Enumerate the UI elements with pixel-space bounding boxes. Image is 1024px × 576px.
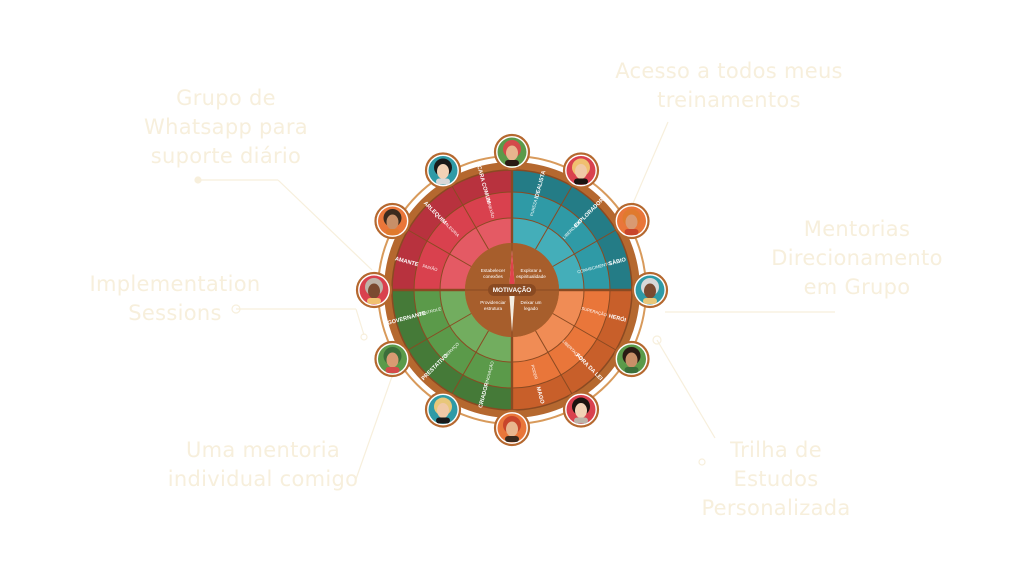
callout-line: Estudos [733,467,819,491]
callout-treinamentos: Acesso a todos meus treinamentos [606,57,852,115]
wheel-ring-line [413,191,611,389]
callout-line: Mentorias [803,217,911,241]
archetype-label: MAGO [535,386,545,405]
quadrant-outer-band [512,170,632,290]
trait-label: CONTROLE [418,306,442,317]
callout-line: Sessions [128,301,222,325]
callout-trilha: Trilha de Estudos Personalizada [690,436,862,523]
callout-line: individual comigo [167,467,359,491]
compass-needle-tip [509,250,515,290]
woman-green-scarf-icon [374,340,411,378]
archetype-label: SÁBIO [608,256,628,268]
wheel-ring-line [439,217,585,363]
quadrant-inner-band [512,290,584,362]
motivation-text: Estabelecer [481,268,506,273]
callout-line: Acesso a todos meus [615,59,843,83]
center-label-pill [488,284,536,296]
woman-orange-hair-icon [613,202,650,240]
callout-line: Implementation [89,272,261,296]
wheel-divider [407,229,472,267]
woman-afro-icon [424,152,462,189]
callout-mentoria-individual: Uma mentoria individual comigo [163,436,363,494]
motivation-text: Explorar a [521,268,542,273]
motivation-text: estrutura [484,306,503,311]
wheel-divider [535,330,573,395]
motivation-text: Providenciar [480,300,506,305]
quadrant-outer-band [392,290,512,410]
quadrant-middle-band [414,290,512,388]
quadrant-outer-band [512,290,632,410]
wheel-divider [552,313,617,351]
callout-implementation: Implementation Sessions [80,270,270,328]
woman-redhead-icon [493,409,531,447]
callout-line: suporte diário [150,144,302,168]
callout-line: treinamentos [657,88,801,112]
woman-grey-hair-icon [355,271,393,309]
quadrant-middle-band [512,192,610,290]
trait-label: INOVAÇÃO [484,360,495,383]
woman-black-bob-icon [562,391,600,428]
center-label: MOTIVAÇÃO [493,285,532,294]
callout-line: Uma mentoria [185,438,341,462]
callout-line: Whatsapp para [144,115,308,139]
motivation-text: conexões [483,274,503,279]
wheel-avatars [355,133,669,447]
wheel-divider [451,330,489,395]
motivation-text: Deixar um [521,300,542,305]
woman-hat-icon [562,152,600,189]
woman-silver-hair-icon [631,271,669,309]
callout-line: Trilha de [730,438,822,462]
woman-blonde-icon [424,391,462,428]
wheel-divider [407,313,472,351]
callout-line: Grupo de [176,86,276,110]
quadrant-middle-band [414,192,512,290]
wheel-divider [552,229,617,267]
trait-label: SUPERAÇÃO [581,306,608,318]
callout-line: Personalizada [701,496,851,520]
callout-whatsapp: Grupo de Whatsapp para suporte diário [142,84,310,171]
trait-label: PAIXÃO [422,263,439,272]
motivation-text: legado [524,306,538,311]
callout-line: em Grupo [803,275,911,299]
wheel-divider [535,185,573,250]
wheel-divider [451,185,489,250]
quadrant-inner-band [440,218,512,290]
trait-label: PODER [530,364,539,380]
trait-label: CONEXÃO [485,197,495,219]
quadrant-inner-band [512,218,584,290]
quadrant-middle-band [512,290,610,388]
woman-ponytail-icon [374,202,411,240]
callout-mentorias: Mentorias Direcionamento em Grupo [762,215,952,302]
quadrant-inner-band [440,290,512,362]
woman-black-bun-icon [613,340,650,378]
trait-label: PUREZA [529,199,538,217]
callout-line: Direcionamento [771,246,943,270]
motivation-text: espiritualidade [516,274,546,279]
quadrant-outer-band [392,170,512,290]
strawberry-icon [493,133,531,171]
